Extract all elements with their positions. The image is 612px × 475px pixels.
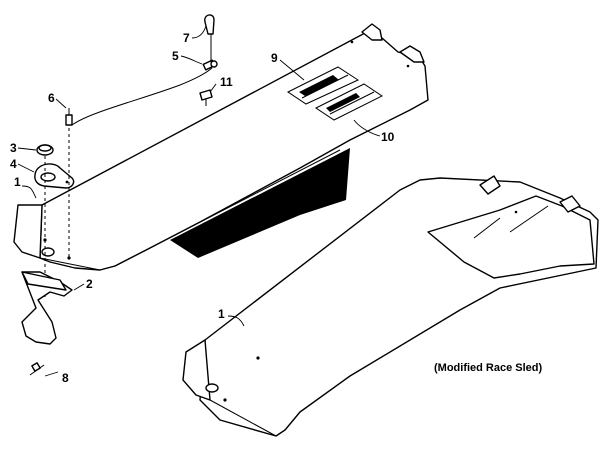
leader-7 (191, 25, 207, 39)
flap-mount-right (559, 195, 581, 213)
leader-10 (353, 119, 381, 137)
bolt-6-icon (65, 114, 73, 126)
plug-hole (205, 383, 219, 393)
bracket-plate-boss (40, 172, 56, 182)
leader-2 (73, 283, 85, 291)
callout-7: 7 (183, 31, 190, 45)
callout-5: 5 (172, 49, 179, 63)
rivet-hole (67, 256, 71, 260)
callout-4: 4 (10, 157, 17, 171)
leader-6 (55, 98, 67, 109)
lower-pan-front-lip (182, 339, 211, 401)
leader-3 (17, 147, 37, 151)
callout-2: 2 (86, 277, 93, 291)
hinge-bracket-icon (21, 271, 73, 345)
callout-6: 6 (48, 91, 55, 105)
bolt-11-icon (199, 89, 213, 101)
upper-pan-tab-right (399, 45, 425, 63)
callout-1-lower: 1 (218, 307, 225, 321)
decal-9-stripe (299, 75, 339, 96)
callout-8: 8 (62, 371, 69, 385)
leader-1b (227, 315, 245, 327)
flap-mount-left (479, 175, 501, 195)
flap-strap (509, 205, 549, 233)
grommet-top (38, 144, 52, 152)
leader-8 (44, 371, 59, 377)
decal-9 (287, 66, 360, 105)
upper-pan-underside (170, 148, 350, 258)
hinge-bracket-upper (21, 271, 67, 291)
leader-9 (279, 59, 305, 81)
upper-pan-edge (39, 149, 341, 271)
mud-flap (427, 195, 595, 279)
leader-5 (180, 55, 203, 65)
decal-10 (315, 83, 383, 121)
upper-pan-tab-left (361, 23, 383, 41)
rivet-hole (514, 210, 518, 214)
rivet-hole (256, 356, 260, 360)
callout-10: 10 (381, 130, 395, 144)
bracket-plate-hole (65, 180, 69, 184)
leader-1a (21, 185, 37, 199)
cable-eye (210, 60, 218, 68)
pin-icon (204, 14, 215, 35)
plug-hole (41, 247, 55, 257)
flap-strap (473, 217, 501, 239)
callout-1-upper: 1 (14, 175, 21, 189)
upper-pan-front-lip (13, 204, 43, 259)
rivet-hole (406, 64, 410, 68)
rivet-hole (223, 398, 227, 402)
leader-11 (209, 83, 217, 93)
callout-11: 11 (220, 75, 233, 89)
callout-9: 9 (271, 51, 278, 65)
leader-4 (17, 163, 35, 173)
callout-3: 3 (10, 141, 17, 155)
screw-shank (29, 364, 45, 376)
diagram-caption: (Modified Race Sled) (434, 362, 543, 374)
tether-cable (71, 67, 213, 126)
decal-9-line (301, 74, 349, 99)
screw-icon (31, 362, 41, 372)
rivet-hole (350, 40, 354, 44)
decal-10-stripe (326, 93, 360, 112)
lower-pan (182, 175, 599, 437)
lower-pan-edge (209, 399, 277, 437)
decal-10-line (329, 91, 375, 115)
